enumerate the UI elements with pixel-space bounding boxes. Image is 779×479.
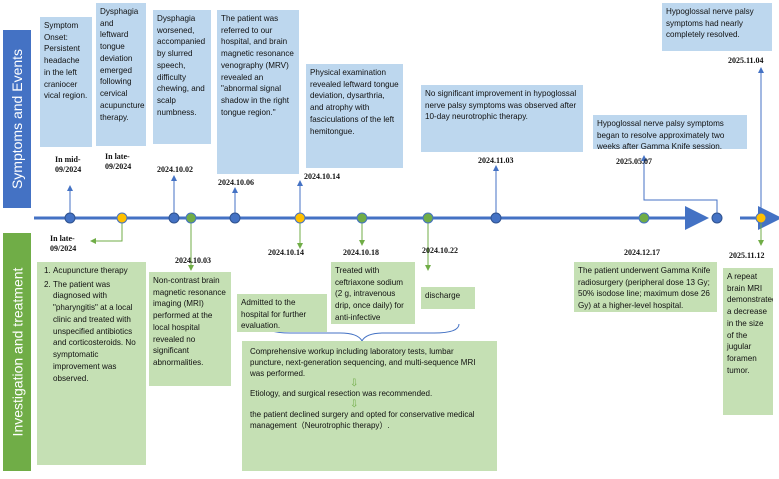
node-e4: [229, 212, 241, 224]
treatment-box-admitted: Admitted to the hospital for further eva…: [237, 294, 327, 332]
date-e7: 2025.05.07: [616, 157, 652, 166]
treatment-box-mri: Non-contrast brain magnetic resonance im…: [149, 272, 231, 386]
date-t2: 2024.10.03: [175, 256, 211, 265]
date-e2: In late-09/2024: [105, 152, 132, 172]
event-box-onset: Symptom Onset: Persistent headache in th…: [40, 17, 92, 147]
down-arrow-icon: ⇩: [350, 399, 359, 411]
down-arrow-icon: ⇩: [350, 378, 359, 390]
date-t7: 2025.11.12: [729, 251, 765, 260]
connector-t1: [90, 223, 123, 244]
date-e1: In mid-09/2024: [55, 155, 82, 175]
node-t7: [755, 212, 767, 224]
date-t6: 2024.12.17: [624, 248, 660, 257]
date-t1: In late-09/2024: [50, 234, 77, 254]
node-t5: [422, 212, 434, 224]
treatment-box-acupuncture: Acupuncture therapy The patient was diag…: [37, 262, 146, 465]
event-box-worsened: Dysphagia worsened, accompanied by slurr…: [153, 10, 211, 144]
treatment-box-repeat-mri: A repeat brain MRI demonstrated a decrea…: [723, 268, 773, 415]
treatment-box-discharge: discharge: [421, 287, 475, 309]
date-e8: 2025.11.04: [728, 56, 764, 65]
treatment-box-gamma-knife: The patient underwent Gamma Knife radios…: [574, 262, 717, 312]
summary-box: Comprehensive workup including laborator…: [242, 341, 497, 471]
date-t5: 2024.10.22: [422, 246, 458, 255]
node-e3: [168, 212, 180, 224]
treatment-item: Acupuncture therapy: [53, 265, 142, 277]
event-box-resolving: Hypoglossal nerve palsy symptoms began t…: [593, 115, 747, 149]
event-box-dysphagia: Dysphagia and leftward tongue deviation …: [96, 3, 146, 146]
event-box-exam: Physical examination revealed leftward t…: [306, 64, 403, 168]
date-e4: 2024.10.06: [218, 178, 254, 187]
node-e1: [64, 212, 76, 224]
date-e5: 2024.10.14: [304, 172, 340, 181]
event-box-referral: The patient was referred to our hospital…: [217, 10, 299, 174]
summary-line-workup: Comprehensive workup including laborator…: [250, 347, 476, 378]
connector-e7: [641, 155, 718, 213]
summary-line-etiology: Etiology, and surgical resection was rec…: [250, 389, 433, 399]
node-e7: [711, 212, 723, 224]
node-t3: [294, 212, 306, 224]
node-t1: [116, 212, 128, 224]
node-t6: [638, 212, 650, 224]
node-t4: [356, 212, 368, 224]
date-e3: 2024.10.02: [157, 165, 193, 174]
node-e6: [490, 212, 502, 224]
date-t4: 2024.10.18: [343, 248, 379, 257]
node-t2: [185, 212, 197, 224]
summary-line-decision: the patient declined surgery and opted f…: [250, 410, 475, 430]
symptoms-events-label: Symptoms and Events: [3, 30, 31, 208]
date-e6: 2024.11.03: [478, 156, 514, 165]
date-t3: 2024.10.14: [268, 248, 304, 257]
event-box-no-improvement: No significant improvement in hypoglossa…: [421, 85, 583, 152]
investigation-treatment-label: Investigation and treatment: [3, 233, 31, 471]
treatment-box-ceftriaxone: Treated with ceftriaxone sodium (2 g, in…: [331, 262, 415, 324]
treatment-list: Acupuncture therapy The patient was diag…: [41, 265, 142, 384]
event-box-resolved: Hypoglossal nerve palsy symptoms had nea…: [662, 3, 772, 51]
treatment-item: The patient was diagnosed with "pharyngi…: [53, 279, 142, 385]
